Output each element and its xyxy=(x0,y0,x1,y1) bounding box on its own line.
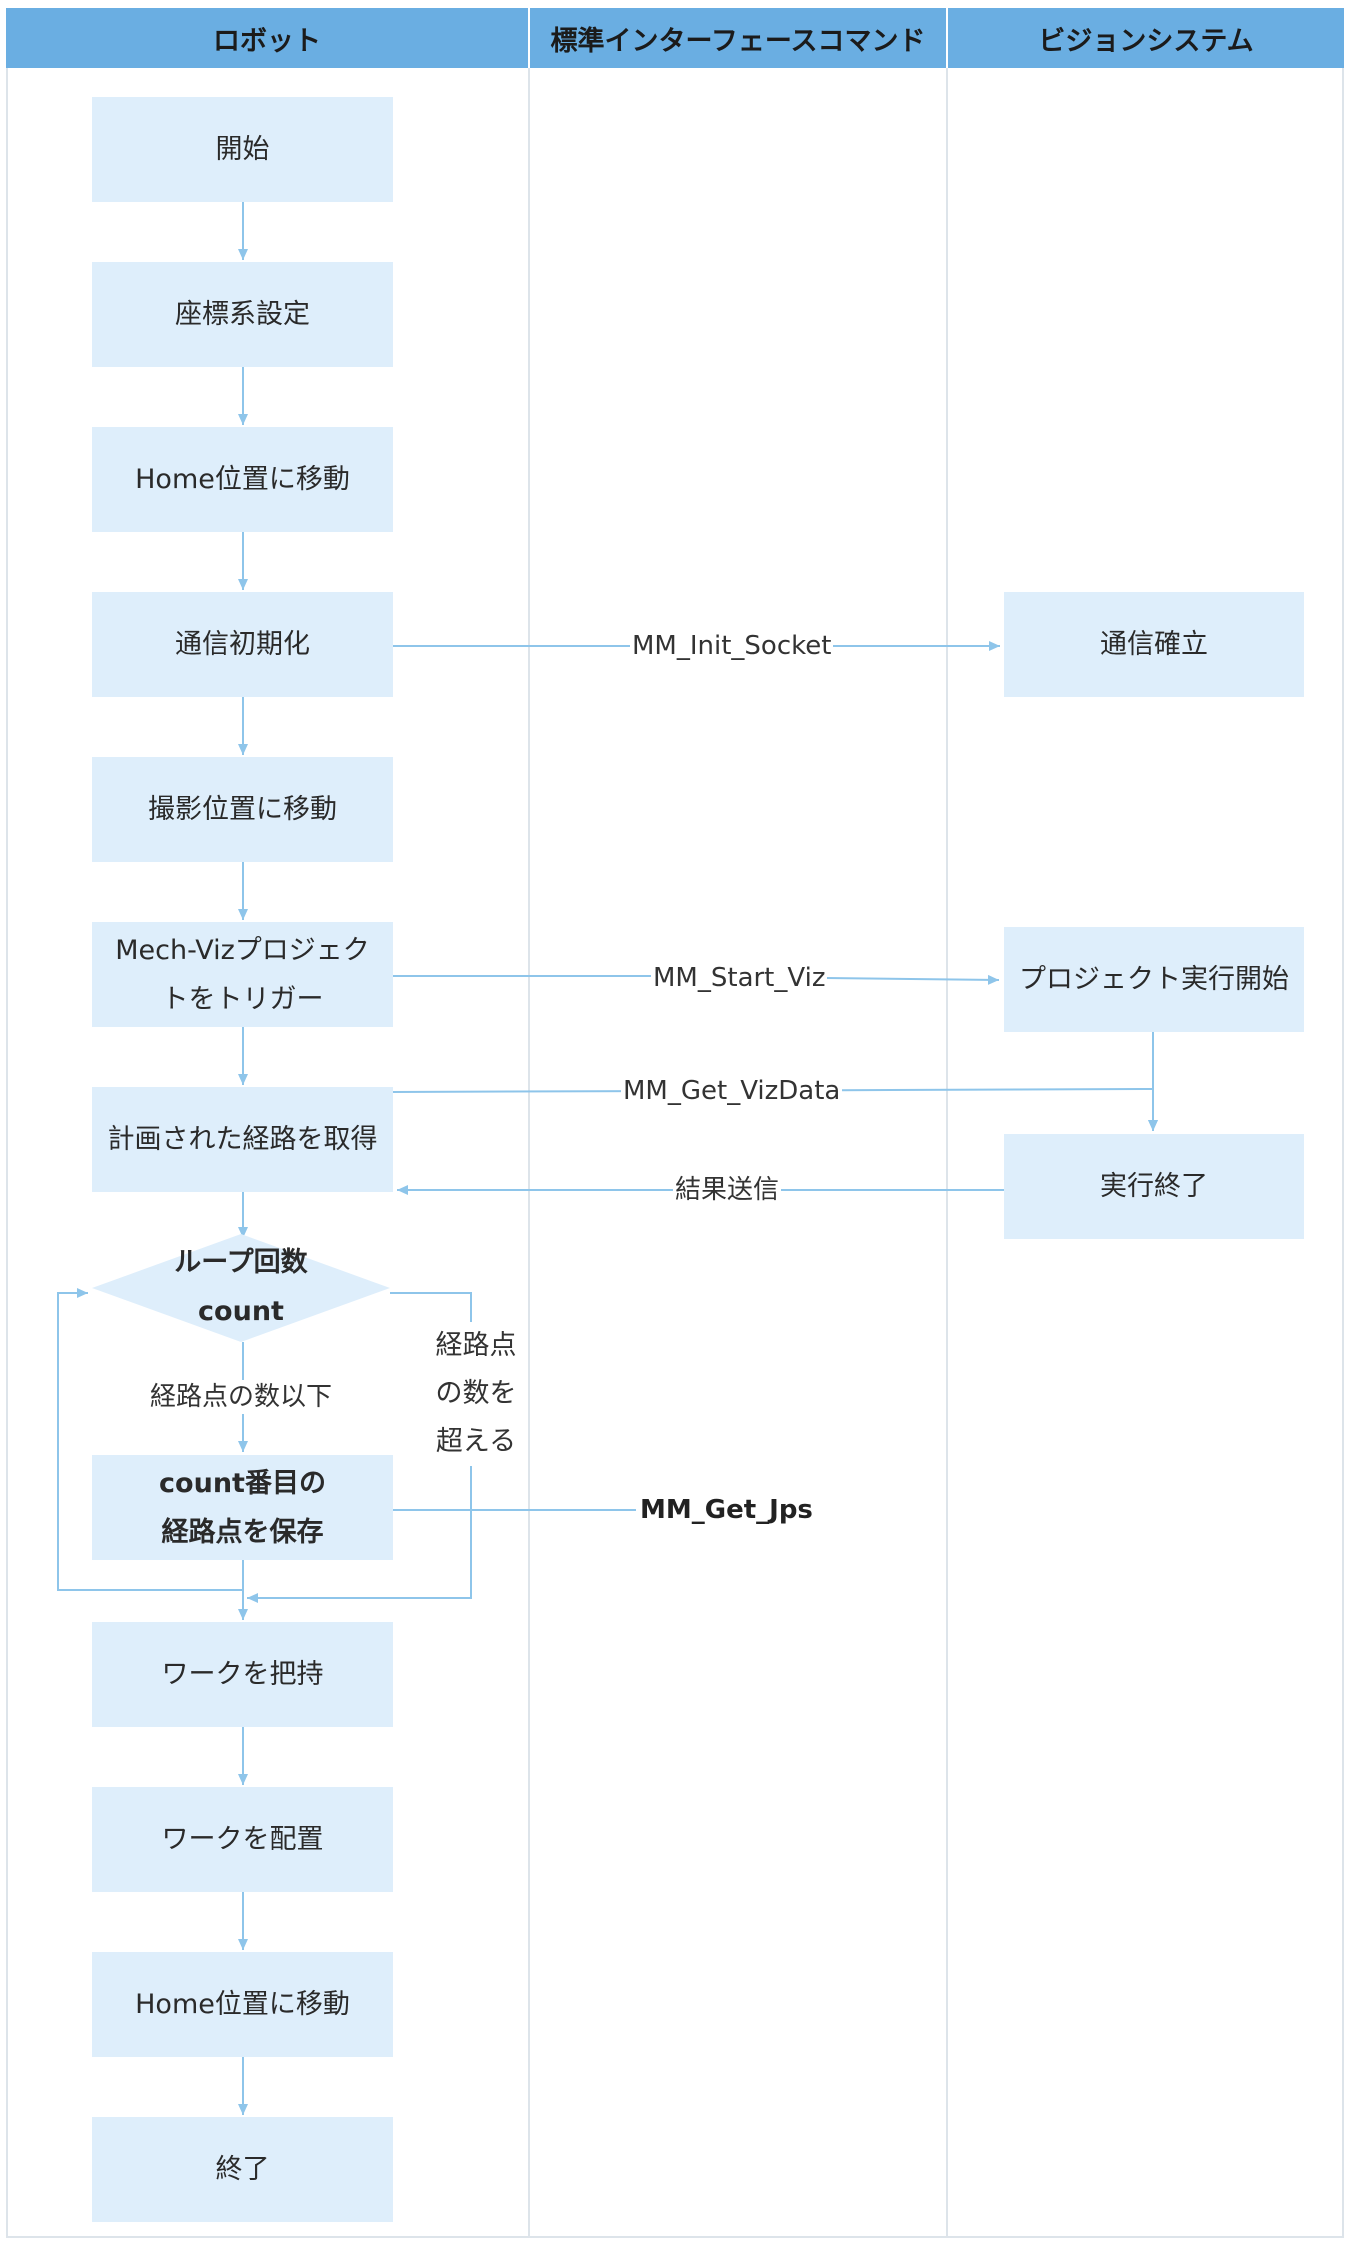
cmd-result-send: 結果送信 xyxy=(673,1173,782,1207)
step-place-work: ワークを配置 xyxy=(92,1787,393,1892)
step-trigger-project: Mech-Vizプロジェク トをトリガー xyxy=(92,922,393,1027)
exceed-line2: の数を xyxy=(435,1378,517,1409)
cmd-mm-start-viz: MM_Start_Viz xyxy=(651,961,828,995)
step-grip-work: ワークを把持 xyxy=(92,1622,393,1727)
lane-divider-2 xyxy=(946,68,948,2238)
lane-header-interface: 標準インターフェースコマンド xyxy=(530,8,946,68)
lane-border-bottom xyxy=(6,2236,1344,2238)
step-move-capture: 撮影位置に移動 xyxy=(92,757,393,862)
exceed-line3: 超える xyxy=(435,1426,517,1457)
step-coordinate-setting: 座標系設定 xyxy=(92,262,393,367)
step-get-path: 計画された経路を取得 xyxy=(92,1087,393,1192)
cmd-mm-init-socket: MM_Init_Socket xyxy=(630,629,834,663)
loop-decision-label: ループ回数 count xyxy=(92,1238,390,1336)
step-move-home-2: Home位置に移動 xyxy=(92,1952,393,2057)
trigger-label-line1: Mech-Vizプロジェク xyxy=(115,934,370,966)
step-end: 終了 xyxy=(92,2117,393,2222)
cond-exceed-waypoints: 経路点 の数を 超える xyxy=(426,1322,526,1466)
lane-header-robot: ロボット xyxy=(6,8,528,68)
vision-execution-end: 実行終了 xyxy=(1004,1134,1304,1239)
step-save-waypoint: count番目の 経路点を保存 xyxy=(92,1455,393,1560)
vision-comm-established: 通信確立 xyxy=(1004,592,1304,697)
cmd-mm-get-vizdata: MM_Get_VizData xyxy=(621,1074,843,1108)
step-move-home: Home位置に移動 xyxy=(92,427,393,532)
exceed-line1: 経路点 xyxy=(435,1330,517,1361)
trigger-label-line2: トをトリガー xyxy=(161,983,324,1015)
lane-border-left xyxy=(6,68,8,2238)
loop-label-line1: ループ回数 xyxy=(174,1247,308,1278)
step-comm-init: 通信初期化 xyxy=(92,592,393,697)
cond-within-waypoints: 経路点の数以下 xyxy=(148,1380,335,1414)
loop-label-line2: count xyxy=(198,1296,284,1327)
lane-header-vision: ビジョンシステム xyxy=(948,8,1344,68)
save-label-line1: count番目の xyxy=(159,1467,326,1499)
loop-back-connector xyxy=(57,1288,244,1591)
cmd-mm-get-jps: MM_Get_Jps xyxy=(638,1493,815,1527)
lane-border-right xyxy=(1342,68,1344,2238)
vision-project-start: プロジェクト実行開始 xyxy=(1004,927,1304,1032)
save-label-line2: 経路点を保存 xyxy=(161,1516,324,1548)
lane-divider-1 xyxy=(528,68,530,2238)
loop-decision-diamond xyxy=(92,1234,390,1342)
step-start: 開始 xyxy=(92,97,393,202)
